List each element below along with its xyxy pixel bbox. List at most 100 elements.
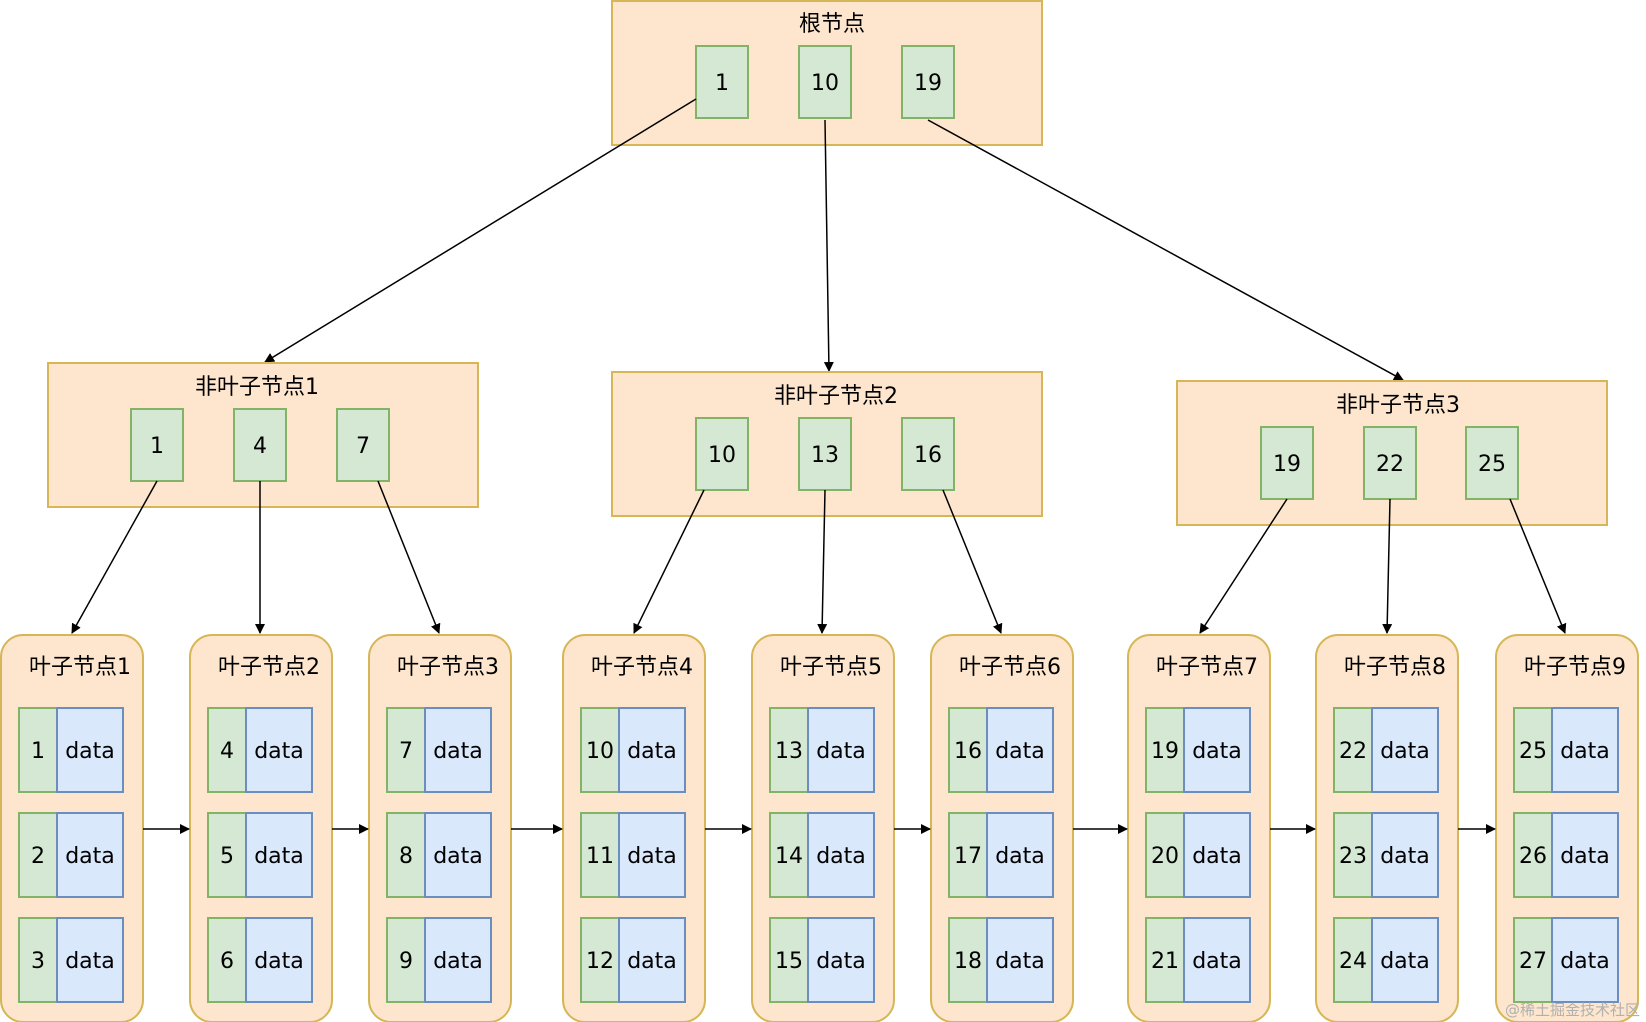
leaf-data-label: data xyxy=(816,844,866,869)
leaf-data-label: data xyxy=(1192,739,1242,764)
leaf-entry: 20 data xyxy=(1145,812,1251,898)
leaf-data-cell xyxy=(245,917,313,1003)
leaf-key-label: 22 xyxy=(1339,739,1367,764)
internal-node-title: 非叶子节点3 xyxy=(1336,393,1460,418)
leaf-key-label: 21 xyxy=(1151,949,1179,974)
leaf-key-label: 10 xyxy=(586,739,614,764)
leaf-data-label: data xyxy=(1380,739,1430,764)
internal-key: 16 xyxy=(901,417,955,491)
leaf-key-cell xyxy=(769,707,809,793)
leaf-key-label: 9 xyxy=(399,949,413,974)
leaf-entry: 10 data xyxy=(580,707,686,793)
leaf-entry: 11 data xyxy=(580,812,686,898)
leaf-key-label: 24 xyxy=(1339,949,1367,974)
leaf-data-label: data xyxy=(433,739,483,764)
internal-key-label: 1 xyxy=(150,434,164,459)
leaf-data-label: data xyxy=(433,949,483,974)
internal-key-label: 4 xyxy=(253,434,267,459)
leaf-key-cell xyxy=(207,917,247,1003)
leaf-data-cell xyxy=(618,707,686,793)
leaf-data-cell xyxy=(1551,707,1619,793)
internal-node-title: 非叶子节点2 xyxy=(774,384,898,409)
leaf-data-label: data xyxy=(627,739,677,764)
leaf-key-label: 15 xyxy=(775,949,803,974)
leaf-key-label: 7 xyxy=(399,739,413,764)
leaf-node-title: 叶子节点4 xyxy=(591,655,693,680)
internal-key: 13 xyxy=(798,417,852,491)
leaf-key-cell xyxy=(769,917,809,1003)
leaf-data-cell xyxy=(424,917,492,1003)
leaf-data-label: data xyxy=(995,739,1045,764)
edge-internal-to-leaf-8 xyxy=(1382,498,1393,634)
leaf-entry: 17 data xyxy=(948,812,1054,898)
leaf-data-label: data xyxy=(1380,844,1430,869)
leaf-node-title: 叶子节点5 xyxy=(780,655,882,680)
leaf-data-cell xyxy=(1183,707,1251,793)
leaf-data-cell xyxy=(56,707,124,793)
leaf-data-label: data xyxy=(1560,949,1610,974)
leaf-key-cell xyxy=(948,812,988,898)
leaf-node-title: 叶子节点2 xyxy=(218,655,320,680)
leaf-key-label: 13 xyxy=(775,739,803,764)
root-key: 19 xyxy=(901,45,955,119)
leaf-key-label: 20 xyxy=(1151,844,1179,869)
leaf-data-cell xyxy=(618,812,686,898)
leaf-key-cell xyxy=(1513,917,1553,1003)
leaf-key-label: 2 xyxy=(31,844,45,869)
leaf-key-label: 26 xyxy=(1519,844,1547,869)
leaf-data-label: data xyxy=(995,844,1045,869)
internal-key-label: 16 xyxy=(914,443,942,468)
root-key: 10 xyxy=(798,45,852,119)
leaf-key-cell xyxy=(207,812,247,898)
leaf-key-cell xyxy=(18,707,58,793)
leaf-key-label: 5 xyxy=(220,844,234,869)
internal-key: 19 xyxy=(1260,426,1314,500)
leaf-key-cell xyxy=(948,917,988,1003)
root-key-label: 10 xyxy=(811,71,839,96)
edge-root-to-internal-1 xyxy=(264,98,697,363)
leaf-data-label: data xyxy=(627,844,677,869)
leaf-key-cell xyxy=(18,917,58,1003)
leaf-entry: 26 data xyxy=(1513,812,1619,898)
internal-node-title: 非叶子节点1 xyxy=(195,375,319,400)
leaf-key-cell xyxy=(1333,812,1373,898)
leaf-data-label: data xyxy=(1560,844,1610,869)
leaf-data-label: data xyxy=(433,844,483,869)
leaf-key-label: 6 xyxy=(220,949,234,974)
leaf-node-title: 叶子节点3 xyxy=(397,655,499,680)
leaf-key-label: 11 xyxy=(586,844,614,869)
leaf-data-label: data xyxy=(1560,739,1610,764)
internal-node-2: 非叶子节点2 10 13 16 xyxy=(611,371,1043,517)
leaf-key-label: 17 xyxy=(954,844,982,869)
leaf-data-label: data xyxy=(995,949,1045,974)
internal-key: 1 xyxy=(130,408,184,482)
root-title: 根节点 xyxy=(799,12,865,37)
leaf-key-cell xyxy=(769,812,809,898)
root-key-label: 1 xyxy=(715,71,729,96)
leaf-data-cell xyxy=(1551,812,1619,898)
leaf-node-title: 叶子节点9 xyxy=(1524,655,1626,680)
edge-internal-to-leaf-6 xyxy=(942,489,1003,634)
leaf-data-cell xyxy=(424,707,492,793)
edge-root-to-internal-2 xyxy=(823,119,834,372)
edge-root-to-internal-3 xyxy=(927,119,1404,381)
leaf-entry: 9 data xyxy=(386,917,492,1003)
leaf-data-label: data xyxy=(1192,844,1242,869)
